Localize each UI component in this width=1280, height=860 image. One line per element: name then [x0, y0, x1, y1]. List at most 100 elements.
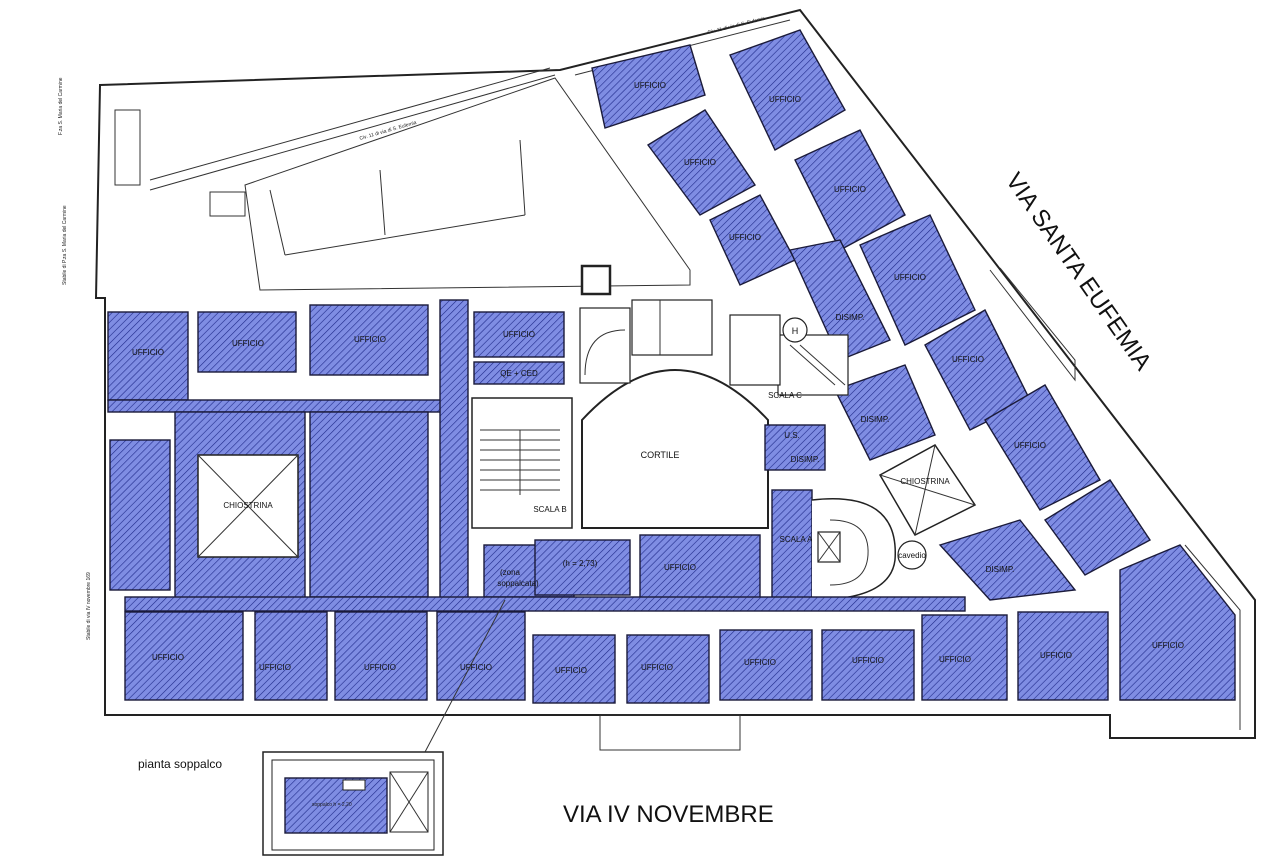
stair-label-scala-c: SCALA C	[768, 391, 802, 400]
cavedio-circle	[897, 540, 927, 570]
west-labels: UFFICIO UFFICIO UFFICIO UFFICIO QE + CED	[132, 330, 538, 378]
room-label-ufficio: UFFICIO	[354, 335, 386, 344]
central-labels: (h = 2,73) (zona soppalcata) UFFICIO U.S…	[497, 431, 819, 588]
room-label-ufficio: UFFICIO	[952, 355, 984, 364]
room-label-chiostrina: CHIOSTRINA	[223, 501, 273, 510]
street-via-iv-novembre: VIA IV NOVEMBRE	[563, 801, 774, 828]
room-label-qe-ced: QE + CED	[500, 369, 538, 378]
office-ne-1	[591, 44, 706, 129]
label-cavedio: cavedio	[898, 551, 926, 560]
chiostrina-west: CHIOSTRINA	[197, 454, 299, 558]
note-west-2: F.za S. Maria del Carmine	[58, 77, 64, 135]
qe-ced	[473, 361, 565, 385]
south-labels: UFFICIO UFFICIO UFFICIO UFFICIO UFFICIO …	[152, 651, 1072, 675]
room-label-ufficio: UFFICIO	[834, 185, 866, 194]
room-label-ufficio: UFFICIO	[1014, 441, 1046, 450]
office-s-10	[1017, 611, 1109, 701]
note-north-2: Civ. 11 di via di S. Eufemia	[707, 16, 766, 36]
mezzanine-room	[284, 777, 388, 834]
office-s-3	[334, 611, 428, 701]
room-label-ufficio: UFFICIO	[769, 95, 801, 104]
room-label-ufficio: UFFICIO	[152, 653, 184, 662]
room-label-ufficio: UFFICIO	[259, 663, 291, 672]
chiostrina-east: CHIOSTRINA cavedio	[878, 444, 977, 570]
room-label-disimp: DISIMP.	[861, 415, 890, 424]
office-s-8	[821, 629, 915, 701]
disimp-ne	[788, 239, 891, 361]
disimp-se	[938, 519, 1077, 601]
services-w	[109, 439, 171, 591]
mezzanine-room-label: soppalco h = 2,20	[312, 802, 352, 808]
office-s-9	[921, 614, 1008, 701]
heliport-symbol	[782, 317, 808, 343]
room-label-chiostrina: CHIOSTRINA	[900, 477, 950, 486]
office-ne-2	[729, 29, 846, 151]
office-s-5	[532, 634, 616, 704]
room-label-ufficio: UFFICIO	[664, 563, 696, 572]
corridor-mid	[439, 299, 469, 601]
office-nw-2	[197, 311, 297, 373]
room-label-ufficio: UFFICIO	[852, 656, 884, 665]
room-label-ufficio: UFFICIO	[460, 663, 492, 672]
note-west-1: Stabile di P.za S. Maria del Carmine	[62, 205, 68, 285]
room-label-ufficio: UFFICIO	[1040, 651, 1072, 660]
office-s-4	[436, 611, 526, 701]
office-n-4	[473, 311, 565, 358]
office-ne-6	[859, 214, 976, 346]
office-ne-3	[646, 109, 757, 216]
building-outline	[94, 8, 1256, 751]
room-label-ufficio: UFFICIO	[641, 663, 673, 672]
mezzanine-title: pianta soppalco	[138, 757, 222, 771]
room-label-ufficio: UFFICIO	[364, 663, 396, 672]
note-north-1: Civ. 11 di via di S. Eufemia	[359, 120, 418, 142]
office-ne-4	[794, 129, 906, 251]
stair-label-scala-b: SCALA B	[533, 505, 566, 514]
office-s-1	[124, 611, 244, 701]
scala-c-area: SCALA C H	[729, 314, 849, 400]
office-s-7	[719, 629, 813, 701]
office-s-2	[254, 611, 328, 701]
room-label-ufficio: UFFICIO	[744, 658, 776, 667]
room-label-ufficio: UFFICIO	[555, 666, 587, 675]
room-label-ufficio: UFFICIO	[634, 81, 666, 90]
note-southwest: Stabile di via IV novembre 169	[86, 572, 92, 640]
corridor-w	[107, 399, 464, 413]
office-nw-3	[309, 304, 429, 376]
south-row	[124, 596, 1109, 704]
room-label-ufficio: UFFICIO	[684, 158, 716, 167]
label-zona-1: (zona	[500, 568, 521, 577]
street-via-santa-eufemia: VIA SANTA EUFEMIA	[1000, 168, 1156, 375]
scala-a-hall	[771, 489, 813, 601]
office-corner	[1119, 544, 1236, 701]
cortile	[581, 369, 769, 529]
heliport-label: H	[792, 326, 799, 336]
northeast-labels: UFFICIO UFFICIO UFFICIO UFFICIO UFFICIO …	[634, 81, 1184, 650]
us-room	[764, 424, 826, 471]
stair-label-scala-a: SCALA A	[780, 535, 814, 544]
room-label-ufficio: UFFICIO	[132, 348, 164, 357]
central-hall	[309, 411, 429, 598]
room-label-us: U.S.	[784, 431, 800, 440]
room-label-disimp: DISIMP.	[836, 313, 865, 322]
room-h273	[534, 539, 631, 596]
northeast-wing	[591, 29, 1236, 701]
room-label-ufficio: UFFICIO	[503, 330, 535, 339]
room-label-disimp: DISIMP.	[791, 455, 820, 464]
room-label-ufficio: UFFICIO	[894, 273, 926, 282]
office-center	[639, 534, 761, 601]
office-ne-8	[984, 384, 1101, 511]
stair-b-steps	[480, 429, 560, 495]
room-label-ufficio: UFFICIO	[1152, 641, 1184, 650]
room-label-disimp: DISIMP.	[986, 565, 1015, 574]
corridor-south	[124, 596, 966, 612]
disimp-e	[834, 364, 936, 461]
label-zona-2: soppalcata)	[497, 579, 539, 588]
label-h-height: (h = 2,73)	[563, 559, 598, 568]
office-nw-1	[107, 311, 189, 401]
room-label-ufficio: UFFICIO	[729, 233, 761, 242]
office-e-1	[1043, 479, 1152, 576]
room-label-cortile: CORTILE	[641, 450, 680, 460]
room-label-ufficio: UFFICIO	[232, 339, 264, 348]
mezzanine-inset: pianta soppalco soppalco h = 2,20	[138, 599, 506, 856]
